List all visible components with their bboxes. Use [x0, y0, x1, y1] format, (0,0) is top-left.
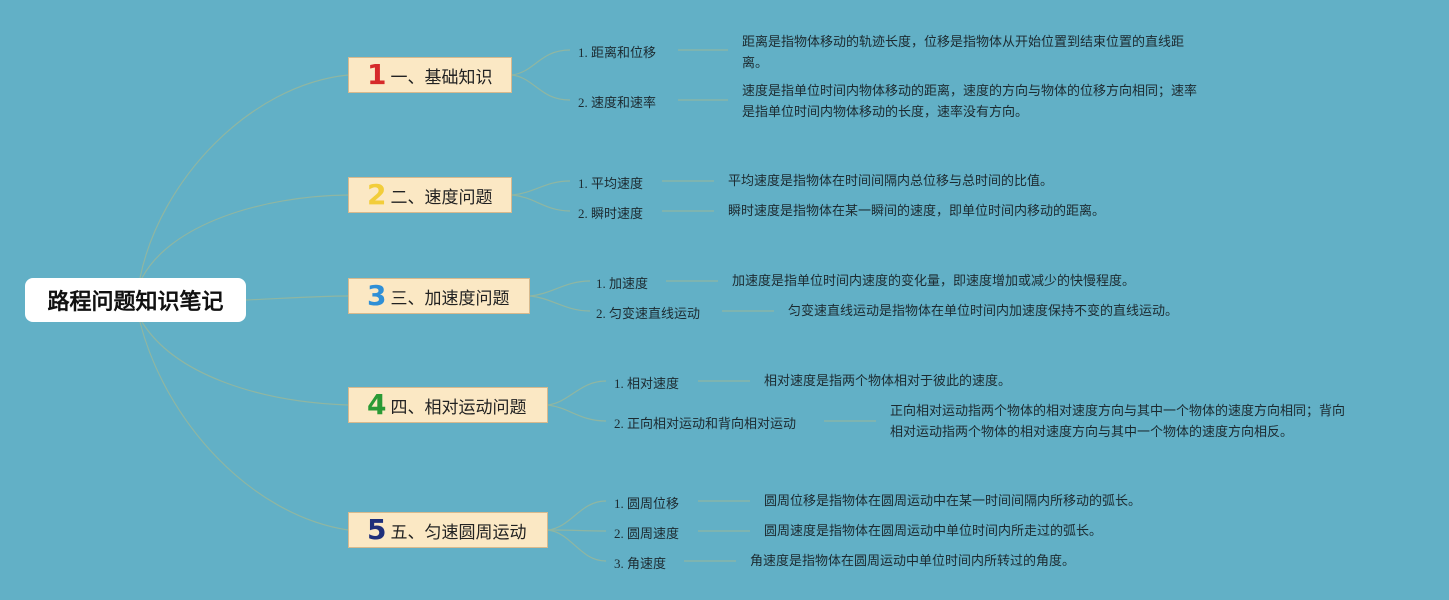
topic-node[interactable]: 3. 角速度 — [614, 556, 667, 571]
link-root-branch-1 — [139, 74, 349, 279]
link-b4-i2 — [547, 404, 607, 422]
description-line: 是指单位时间内物体移动的长度，速率没有方向。 — [742, 105, 1029, 120]
link-b4-i1 — [547, 380, 607, 406]
topic-node[interactable]: 2. 正向相对运动和背向相对运动 — [614, 416, 797, 431]
topic-description: 角速度是指物体在圆周运动中单位时间内所转过的角度。 — [750, 551, 1075, 572]
description-line: 距离是指物体移动的轨迹长度，位移是指物体从开始位置到结束位置的直线距 — [742, 35, 1185, 50]
topic-node[interactable]: 2. 瞬时速度 — [578, 206, 644, 221]
topic-node[interactable]: 1. 圆周位移 — [614, 496, 680, 511]
topic-node[interactable]: 1. 距离和位移 — [578, 45, 657, 60]
branch-node-4[interactable]: 4 四、相对运动问题 — [348, 387, 548, 423]
branch-number-badge: 4 — [367, 388, 387, 421]
branch-label: 二、速度问题 — [390, 187, 493, 208]
link-root-branch-2 — [141, 194, 349, 279]
topic-node[interactable]: 1. 平均速度 — [578, 176, 644, 191]
link-b5-i2 — [547, 529, 607, 532]
branch-label: 三、加速度问题 — [390, 288, 510, 309]
link-b1-i1 — [511, 49, 571, 76]
description-line: 速度是指单位时间内物体移动的距离，速度的方向与物体的位移方向相同；速率 — [742, 84, 1198, 99]
branch-node-5[interactable]: 5 五、匀速圆周运动 — [348, 512, 548, 548]
topic-node[interactable]: 1. 相对速度 — [614, 376, 680, 391]
root-node[interactable]: 路程问题知识笔记 — [25, 278, 246, 322]
description-line: 离。 — [742, 56, 769, 71]
description-line: 正向相对运动指两个物体的相对速度方向与其中一个物体的速度方向相同；背向 — [890, 404, 1346, 419]
branch-node-2[interactable]: 2 二、速度问题 — [348, 177, 512, 213]
branch-node-1[interactable]: 1 一、基础知识 — [348, 57, 512, 93]
branch-node-3[interactable]: 3 三、加速度问题 — [348, 278, 530, 314]
branch-number-badge: 3 — [367, 279, 387, 312]
description-line: 圆周速度是指物体在圆周运动中单位时间内所走过的弧长。 — [764, 524, 1103, 539]
topic-description: 平均速度是指物体在时间间隔内总位移与总时间的比值。 — [728, 171, 1053, 192]
topic-description: 瞬时速度是指物体在某一瞬间的速度，即单位时间内移动的距离。 — [728, 201, 1105, 222]
branch-label: 四、相对运动问题 — [390, 397, 527, 418]
link-root-branch-5 — [139, 321, 349, 531]
description-line: 圆周位移是指物体在圆周运动中在某一时间间隔内所移动的弧长。 — [764, 494, 1142, 509]
topic-description: 圆周位移是指物体在圆周运动中在某一时间间隔内所移动的弧长。 — [764, 491, 1141, 512]
topic-description: 匀变速直线运动是指物体在单位时间内加速度保持不变的直线运动。 — [788, 301, 1178, 322]
link-b3-i1 — [529, 280, 591, 297]
description-line: 加速度是指单位时间内速度的变化量，即速度增加或减少的快慢程度。 — [732, 274, 1136, 289]
branch-label: 一、基础知识 — [390, 67, 493, 88]
description-line: 平均速度是指物体在时间间隔内总位移与总时间的比值。 — [728, 174, 1054, 189]
link-b3-i2 — [529, 295, 591, 312]
link-b2-i2 — [511, 194, 571, 212]
description-line: 角速度是指物体在圆周运动中单位时间内所转过的角度。 — [750, 554, 1076, 569]
topic-node[interactable]: 1. 加速度 — [596, 276, 649, 291]
topic-description: 速度是指单位时间内物体移动的距离，速度的方向与物体的位移方向相同；速率 是指单位… — [742, 81, 1197, 123]
topic-description: 圆周速度是指物体在圆周运动中单位时间内所走过的弧长。 — [764, 521, 1102, 542]
link-b5-i3 — [547, 529, 607, 562]
link-root-branch-3 — [245, 295, 349, 301]
topic-node[interactable]: 2. 匀变速直线运动 — [596, 306, 701, 321]
topic-description: 相对速度是指两个物体相对于彼此的速度。 — [764, 371, 1011, 392]
branch-number-badge: 1 — [367, 58, 387, 91]
link-b1-i2 — [511, 74, 571, 101]
description-line: 相对运动指两个物体的相对速度方向与其中一个物体的速度方向相反。 — [890, 425, 1294, 440]
branch-number-badge: 2 — [367, 178, 387, 211]
link-root-branch-4 — [141, 321, 349, 406]
topic-description: 距离是指物体移动的轨迹长度，位移是指物体从开始位置到结束位置的直线距 离。 — [742, 32, 1184, 74]
topic-description: 正向相对运动指两个物体的相对速度方向与其中一个物体的速度方向相同；背向 相对运动… — [890, 401, 1345, 443]
topic-node[interactable]: 2. 速度和速率 — [578, 95, 657, 110]
topic-description: 加速度是指单位时间内速度的变化量，即速度增加或减少的快慢程度。 — [732, 271, 1135, 292]
link-b5-i1 — [547, 500, 607, 531]
branch-number-badge: 5 — [367, 513, 387, 546]
link-b2-i1 — [511, 180, 571, 196]
branch-label: 五、匀速圆周运动 — [390, 522, 527, 543]
root-title: 路程问题知识笔记 — [47, 290, 224, 315]
description-line: 相对速度是指两个物体相对于彼此的速度。 — [764, 374, 1012, 389]
description-line: 匀变速直线运动是指物体在单位时间内加速度保持不变的直线运动。 — [788, 304, 1179, 319]
topic-node[interactable]: 2. 圆周速度 — [614, 526, 680, 541]
description-line: 瞬时速度是指物体在某一瞬间的速度，即单位时间内移动的距离。 — [728, 204, 1106, 219]
